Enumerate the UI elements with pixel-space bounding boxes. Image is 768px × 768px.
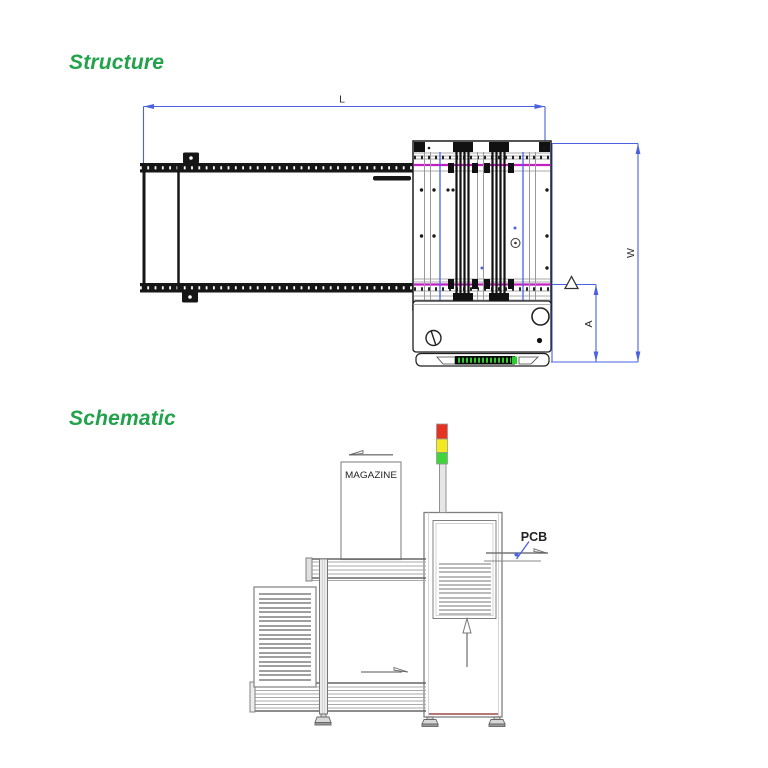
up-arrow-icon <box>462 616 472 634</box>
table-post <box>319 558 328 715</box>
tray-stack-unit <box>253 586 317 688</box>
right-arrow-icon <box>393 666 409 673</box>
brand-logo-plate <box>455 356 515 365</box>
dimension-length-label: L <box>339 94 345 106</box>
dimension-offset-label: A <box>583 320 595 327</box>
machine-front-panel <box>412 300 552 367</box>
pcb-callout: PCB <box>484 530 548 562</box>
dimension-length: L <box>142 94 546 163</box>
tray-stack-louvers <box>259 593 311 681</box>
machine-body <box>412 140 552 311</box>
datum-triangle-icon <box>563 275 580 290</box>
structure-section-heading: Structure <box>69 51 165 74</box>
signal-tower-icon <box>436 423 448 513</box>
schematic-drawing: PCB MAGAZINE <box>249 423 548 727</box>
conveyor-rails <box>140 152 413 303</box>
pcb-flow-arrow-icon <box>533 548 547 554</box>
machine-feet <box>314 713 506 727</box>
panel-knob-icon <box>531 307 550 326</box>
dimension-width: W <box>551 142 641 363</box>
magazine-box: MAGAZINE <box>340 449 402 561</box>
transfer-arrow <box>361 666 409 673</box>
magazine-label: MAGAZINE <box>345 470 397 481</box>
pcb-label: PCB <box>521 530 547 544</box>
loader-cabinet <box>423 511 503 718</box>
structure-drawing: L W A <box>140 94 641 367</box>
cabinet-louvers <box>439 563 491 615</box>
magazine-flow-arrow-icon <box>349 449 364 456</box>
dimension-width-label: W <box>625 248 637 258</box>
dimension-offset: A <box>552 283 599 362</box>
schematic-section-heading: Schematic <box>69 407 176 430</box>
